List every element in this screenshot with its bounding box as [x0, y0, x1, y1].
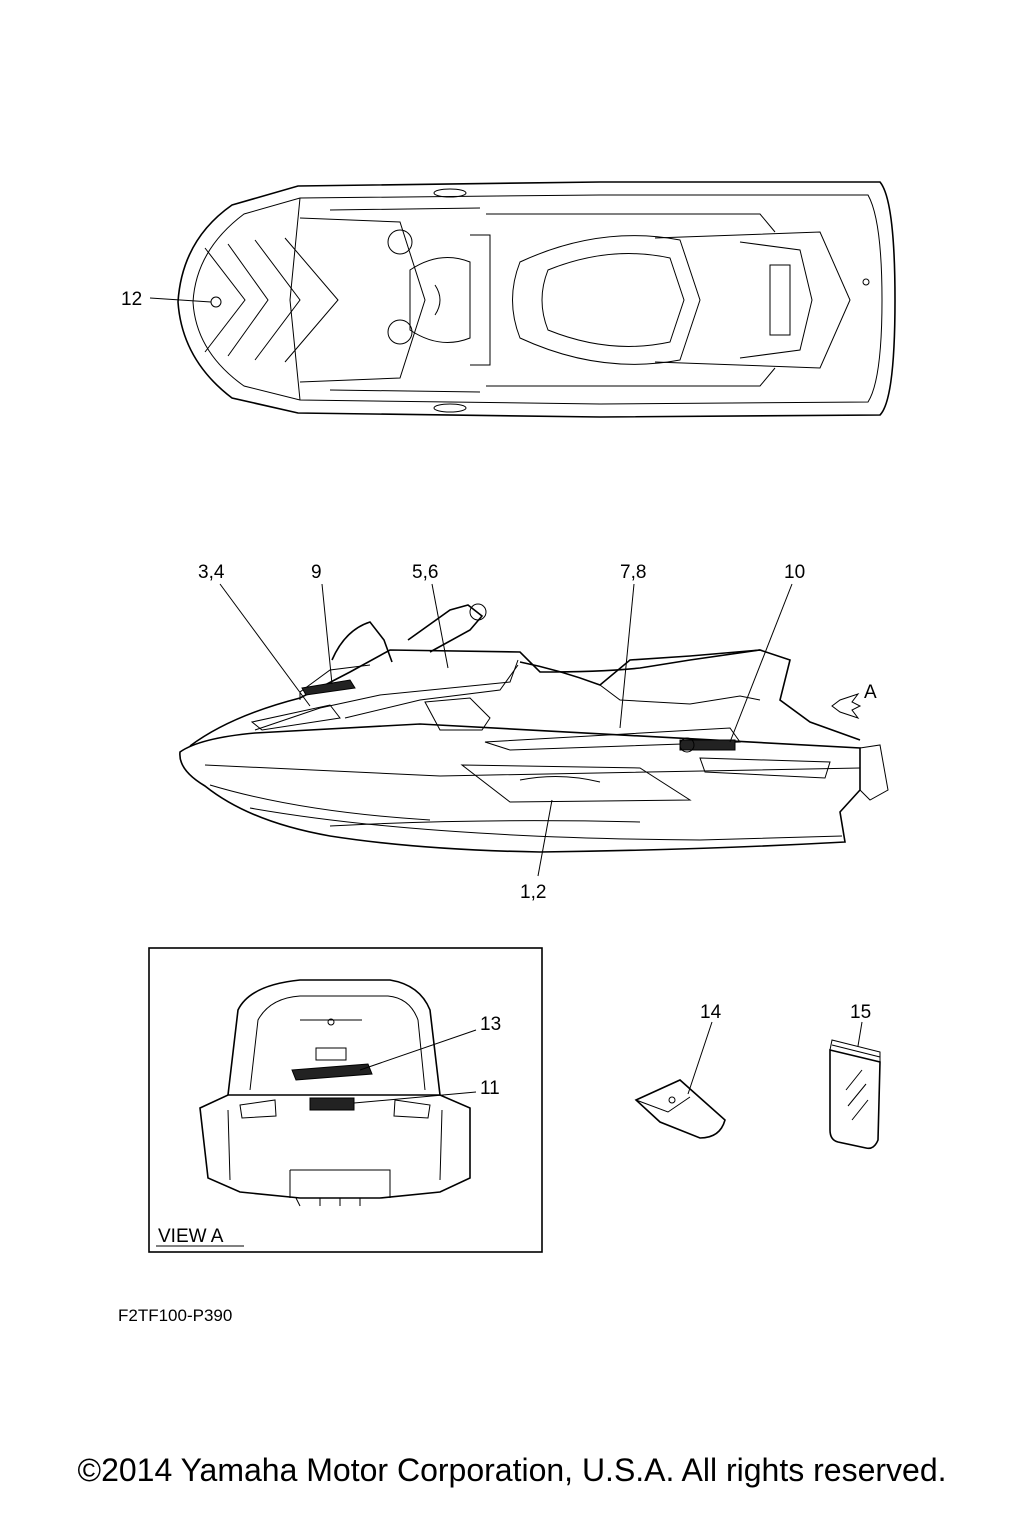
view-a-label: VIEW A	[158, 1226, 224, 1247]
part-14-pouch	[634, 1079, 726, 1139]
drawing-code: F2TF100-P390	[118, 1306, 233, 1325]
callout-3-4: 3,4	[198, 562, 225, 583]
callout-14: 14	[700, 1002, 722, 1023]
callout-10: 10	[784, 562, 805, 583]
callout-12: 12	[121, 289, 142, 310]
callout-11: 11	[480, 1078, 500, 1099]
callout-7-8: 7,8	[620, 562, 646, 583]
view-a-arrow-icon	[831, 693, 862, 719]
side-view-watercraft	[179, 603, 889, 853]
part-12-marker	[210, 296, 222, 308]
part-15-document-bag	[829, 1039, 881, 1150]
view-a-frame	[148, 947, 543, 1253]
callout-5-6: 5,6	[412, 562, 438, 583]
rear-view-watercraft	[199, 979, 471, 1207]
view-arrow-label: A	[864, 682, 877, 703]
copyright-notice: ©2014 Yamaha Motor Corporation, U.S.A. A…	[77, 1452, 947, 1488]
callout-15: 15	[850, 1002, 871, 1023]
top-view-watercraft	[177, 181, 896, 418]
callout-13: 13	[480, 1014, 501, 1035]
callout-1-2: 1,2	[520, 882, 546, 903]
callout-9: 9	[311, 562, 322, 583]
